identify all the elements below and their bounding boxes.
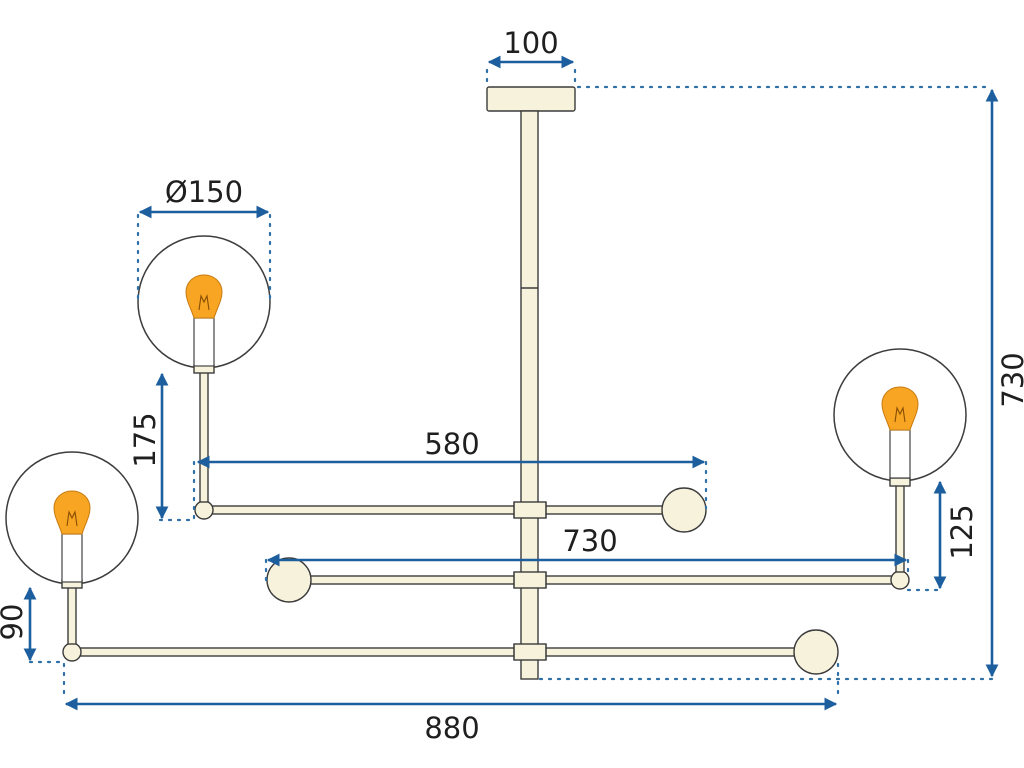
upper-left-drop-rod <box>199 371 209 503</box>
upper-arm-span-label: 580 <box>424 427 479 461</box>
bottom-arm-span-label: 880 <box>424 711 479 745</box>
ceiling-canopy <box>486 86 576 112</box>
upper-arm-end-ball <box>661 487 707 533</box>
lower-left-drop-rod <box>67 585 77 645</box>
bulb-socket <box>193 317 215 367</box>
bottom-arm-end-ball <box>793 629 839 675</box>
middle-arm-end-ball <box>266 557 312 603</box>
upper-arm <box>194 371 707 533</box>
lower-left-globe <box>5 451 139 589</box>
lower-left-drop-label: 90 <box>0 604 29 641</box>
canopy-width-label: 100 <box>503 26 558 60</box>
extension-guides <box>28 68 994 702</box>
middle-arm-span-label: 730 <box>562 524 617 558</box>
bulb-socket <box>61 533 83 583</box>
bulb-icon <box>53 490 91 535</box>
bottom-arm <box>62 585 839 675</box>
middle-arm-joint <box>890 570 910 590</box>
right-globe <box>833 348 967 487</box>
bottom-arm-joint <box>62 642 82 662</box>
upper-left-drop-label: 175 <box>128 412 162 467</box>
central-stem <box>520 110 539 680</box>
bulb-icon <box>881 386 919 431</box>
lamp-structure <box>5 86 967 680</box>
globe-diameter-label: Ø150 <box>165 175 243 209</box>
dimension-lines <box>23 55 999 711</box>
right-drop-label: 125 <box>945 504 979 559</box>
overall-height-label: 730 <box>996 352 1024 407</box>
upper-arm-joint <box>194 500 214 520</box>
bulb-icon <box>185 274 223 319</box>
bulb-socket <box>889 429 911 479</box>
dimension-labels: 100 Ø150 580 730 880 730 175 125 90 <box>0 26 1024 745</box>
upper-left-globe <box>137 235 271 374</box>
